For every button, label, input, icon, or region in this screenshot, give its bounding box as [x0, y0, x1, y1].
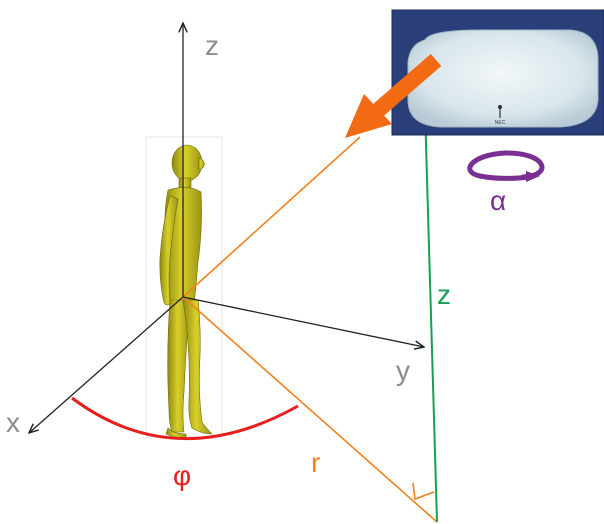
rotation-label: α [490, 185, 506, 216]
height-line-z [423, 74, 438, 523]
svg-text:NEC: NEC [495, 120, 506, 126]
height-label: z [437, 279, 451, 310]
rotation-arrow-icon [467, 150, 545, 182]
azimuth-label: φ [173, 460, 191, 491]
distance-label: r [311, 447, 320, 478]
z-axis-label: z [205, 30, 219, 61]
right-angle-marker [412, 482, 435, 501]
incidence-line [182, 136, 361, 298]
x-axis-line [29, 296, 184, 433]
incidence-arrow-icon [345, 53, 442, 138]
y-axis-line [182, 296, 424, 347]
distance-line-r [182, 296, 438, 523]
x-axis-label: x [6, 407, 20, 438]
y-axis-label: y [396, 355, 410, 386]
standing-human-phantom-icon [159, 144, 213, 439]
azimuth-arc [71, 396, 299, 440]
